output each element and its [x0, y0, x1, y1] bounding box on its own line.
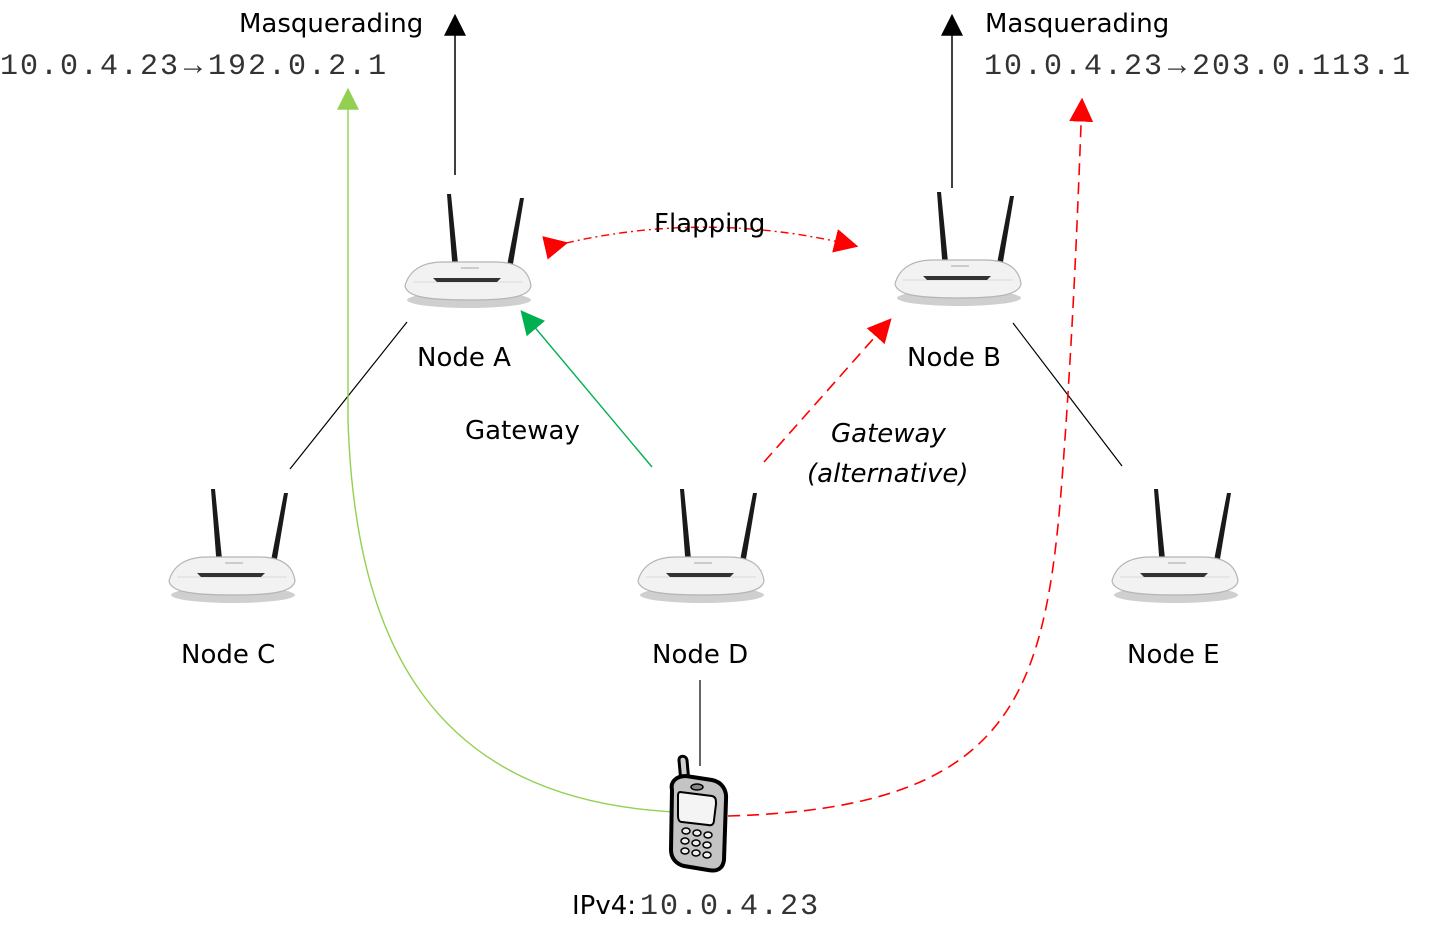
nat-arrow-right: →: [1168, 50, 1189, 84]
nat-mapping-left: 10.0.4.23 → 192.0.2.1: [0, 50, 388, 84]
masquerading-heading-right: Masquerading: [985, 9, 1170, 39]
node-e-label: Node E: [1127, 640, 1220, 670]
mobile-phone-icon: [668, 754, 729, 873]
nat-mapping-right: 10.0.4.23 → 203.0.113.1: [984, 50, 1412, 84]
node-a-label: Node A: [417, 343, 511, 373]
node-c-label: Node C: [181, 640, 276, 670]
flapping-arrow: [542, 226, 859, 260]
nat-arrow-left: →: [184, 50, 205, 84]
traffic-path-via-b: [727, 97, 1094, 817]
nat-src-ip-right: 10.0.4.23: [984, 50, 1165, 84]
router-d-icon: [637, 488, 765, 604]
nat-dst-ip-left: 192.0.2.1: [208, 50, 389, 84]
gateway-alt-label-line2: (alternative): [807, 459, 969, 489]
router-e-icon: [1111, 488, 1239, 604]
gateway-alt-label-line1: Gateway: [831, 419, 946, 449]
client-ip-value: 10.0.4.23: [640, 890, 821, 924]
client-ip-label: IPv4:: [572, 891, 637, 921]
client-ip: IPv4: 10.0.4.23: [572, 890, 820, 924]
alt-gateway-arrow: [763, 318, 892, 463]
router-a-icon: [404, 193, 532, 309]
nat-src-ip-left: 10.0.4.23: [0, 50, 181, 84]
traffic-path-via-a: [337, 87, 677, 813]
nat-dst-ip-right: 203.0.113.1: [1192, 50, 1413, 84]
gateway-arrow: [520, 310, 653, 468]
flapping-label: Flapping: [654, 209, 766, 239]
masquerading-heading-left: Masquerading: [239, 9, 424, 39]
gateway-label: Gateway: [465, 416, 580, 446]
router-b-icon: [894, 191, 1022, 307]
router-c-icon: [168, 488, 296, 604]
node-b-label: Node B: [907, 343, 1001, 373]
node-d-label: Node D: [652, 640, 749, 670]
